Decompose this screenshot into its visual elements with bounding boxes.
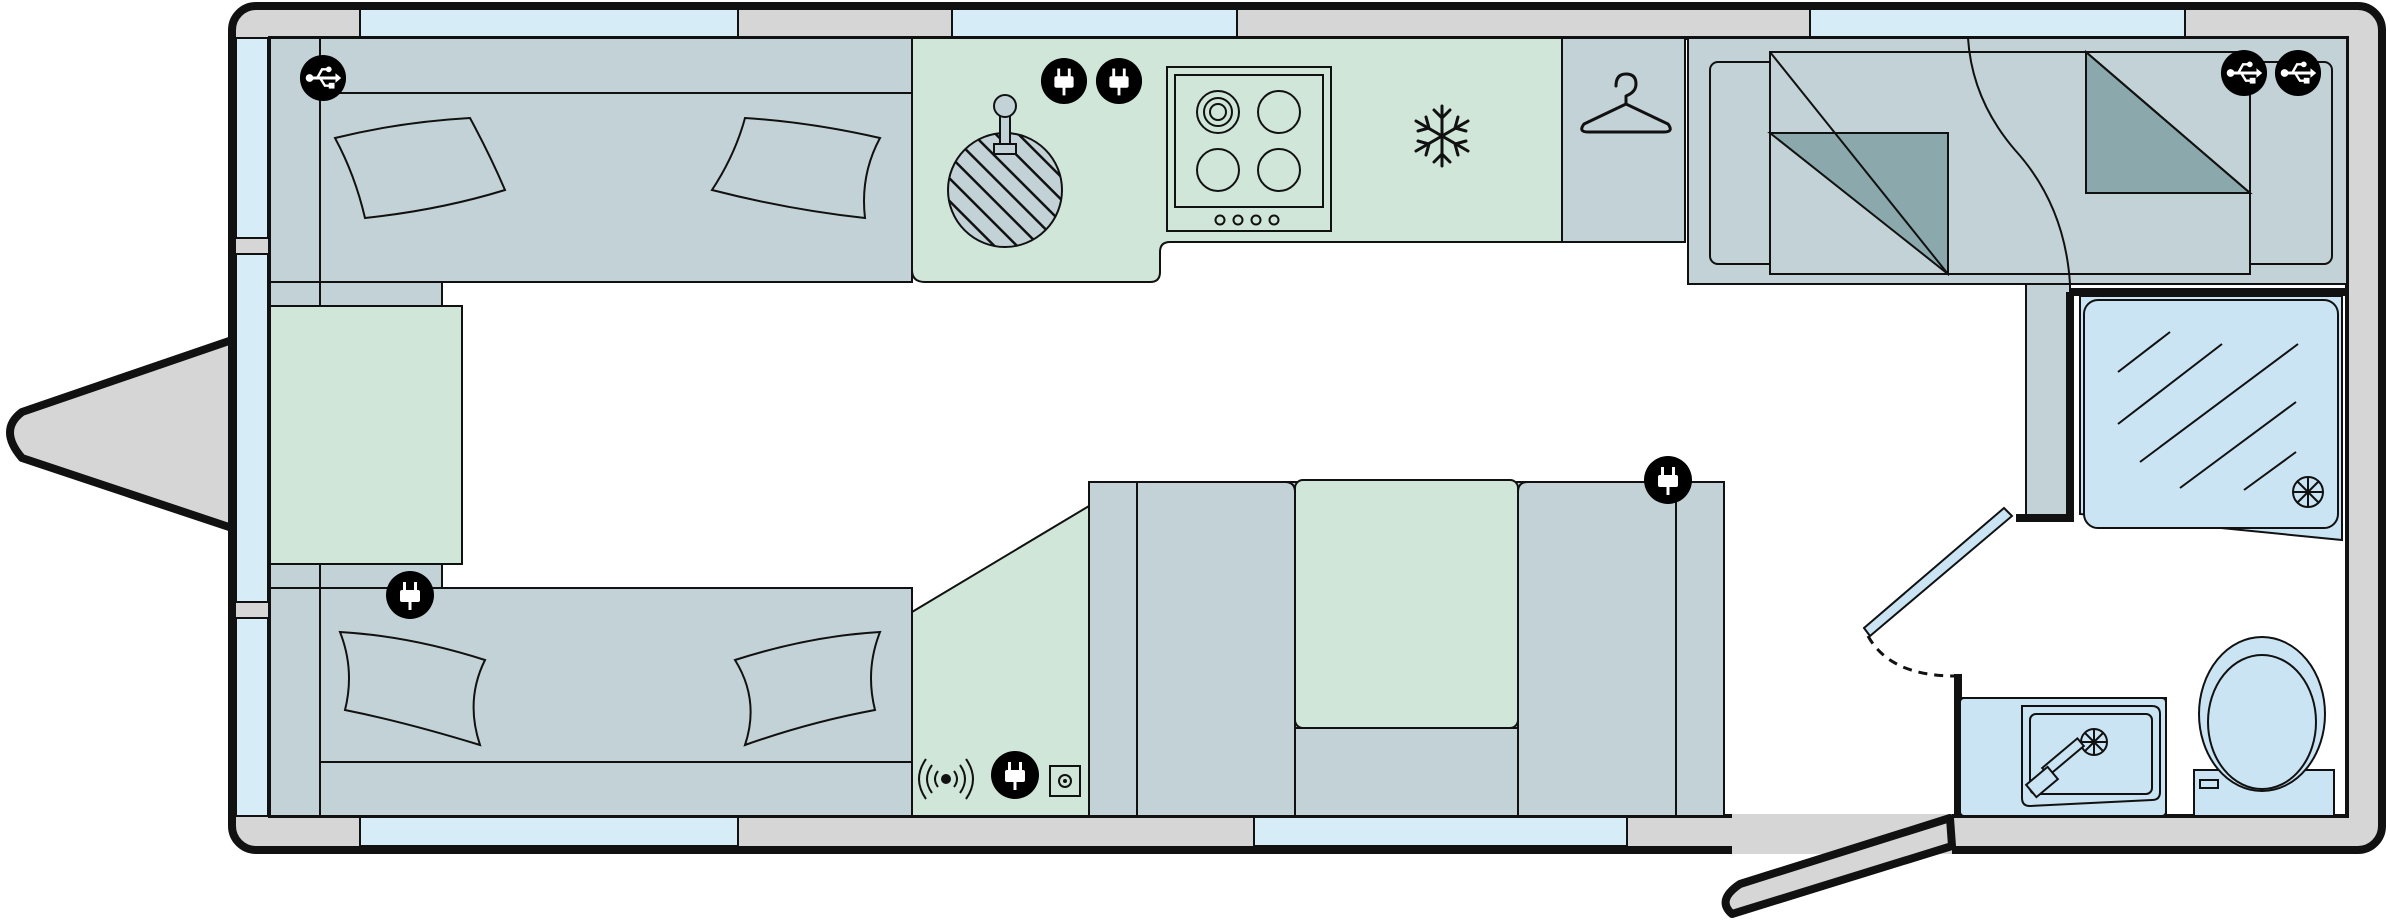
toilet-seat bbox=[2207, 654, 2317, 790]
rear-bed-duvet-fold-left bbox=[1767, 132, 1949, 277]
pillow bbox=[338, 630, 487, 747]
wardrobe[interactable] bbox=[1561, 37, 1686, 243]
window-top-1 bbox=[359, 8, 739, 39]
window-bottom-2 bbox=[1253, 816, 1628, 847]
basin-surround bbox=[1959, 697, 2167, 817]
snowflake-icon bbox=[1414, 104, 1470, 168]
window-front-2 bbox=[235, 253, 269, 603]
hob-burner[interactable] bbox=[1196, 148, 1240, 192]
sink-tap-base bbox=[993, 143, 1017, 155]
window-top-2 bbox=[951, 8, 1238, 39]
window-top-3 bbox=[1809, 8, 2186, 39]
usb-socket-icon bbox=[2220, 49, 2268, 97]
window-bottom-1 bbox=[359, 816, 739, 847]
shower-glass-lines bbox=[2117, 331, 2299, 491]
shower-drain-icon bbox=[2292, 476, 2324, 508]
hob-burner[interactable] bbox=[1257, 148, 1301, 192]
mains-socket-icon bbox=[991, 751, 1039, 799]
mains-socket-icon bbox=[386, 571, 434, 619]
hob-knob[interactable] bbox=[1232, 214, 1244, 226]
pillow bbox=[710, 116, 882, 220]
mains-socket-icon bbox=[1644, 456, 1692, 504]
mains-socket-icon bbox=[1095, 57, 1143, 105]
shower-screen bbox=[2083, 299, 2339, 529]
hob-knob[interactable] bbox=[1214, 214, 1226, 226]
front-bed-step bbox=[319, 281, 443, 307]
window-front-3 bbox=[235, 617, 269, 817]
dinette-backrest-left[interactable] bbox=[1136, 481, 1296, 817]
window-front-1 bbox=[235, 37, 269, 239]
basin-drain-icon bbox=[2080, 728, 2108, 756]
hob-burner[interactable] bbox=[1257, 90, 1301, 134]
usb-socket-icon bbox=[299, 54, 347, 102]
tv-aerial-point-icon bbox=[918, 758, 974, 800]
washroom-partition bbox=[2025, 283, 2071, 519]
rear-bed-duvet-edge bbox=[1967, 37, 2071, 285]
basin-tap-icon[interactable] bbox=[2024, 736, 2086, 799]
front-chest-of-drawers[interactable] bbox=[269, 305, 463, 565]
entrance-door-leaf[interactable] bbox=[1721, 814, 1956, 918]
tow-hitch bbox=[6, 336, 236, 532]
usb-socket-icon bbox=[2274, 49, 2322, 97]
pillow bbox=[333, 116, 507, 220]
hanger-icon bbox=[1580, 72, 1672, 134]
gas-hob[interactable] bbox=[1166, 66, 1332, 232]
mains-socket-icon bbox=[1040, 57, 1088, 105]
sink-tap-knob[interactable] bbox=[993, 94, 1017, 118]
pillow bbox=[733, 630, 882, 747]
rear-bed-diagonal-right bbox=[2085, 51, 2251, 194]
wireless-charger-icon bbox=[1049, 765, 1081, 797]
toilet-flush-button[interactable] bbox=[2199, 779, 2219, 789]
pillows bbox=[333, 116, 882, 747]
dinette-backrest-right[interactable] bbox=[1517, 481, 1677, 817]
rear-bed-diagonal-left bbox=[1769, 51, 1949, 275]
hob-knob[interactable] bbox=[1250, 214, 1262, 226]
hob-knob[interactable] bbox=[1268, 214, 1280, 226]
dinette-table[interactable] bbox=[1294, 479, 1519, 729]
washroom-door[interactable] bbox=[1862, 506, 2014, 678]
windows bbox=[235, 8, 2186, 847]
